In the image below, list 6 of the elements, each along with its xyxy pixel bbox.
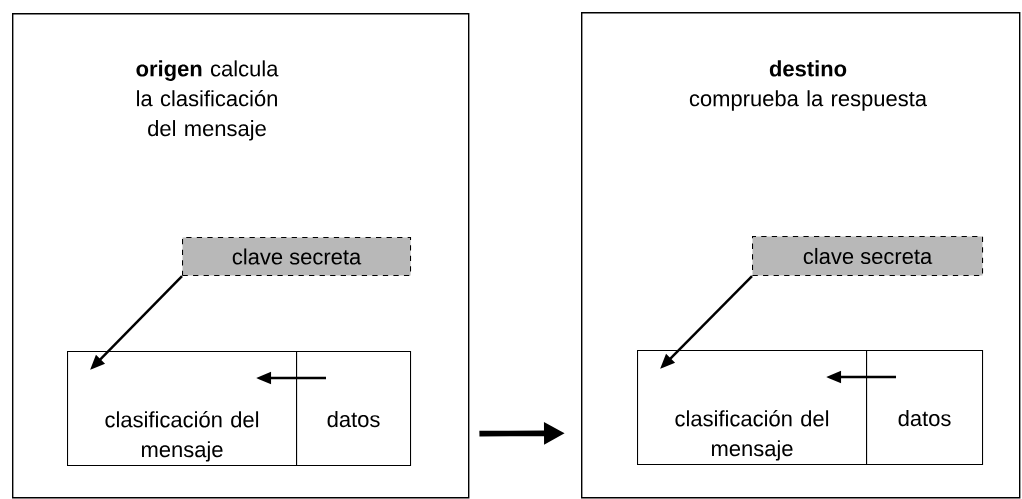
key-box: clave secreta (752, 236, 984, 277)
field-cell: clasificación del mensaje (67, 351, 298, 467)
field-cell: clasificación del mensaje (637, 350, 868, 466)
field-cell: datos (296, 351, 412, 467)
field-cell: datos (866, 350, 984, 466)
key-box: clave secreta (182, 237, 412, 277)
